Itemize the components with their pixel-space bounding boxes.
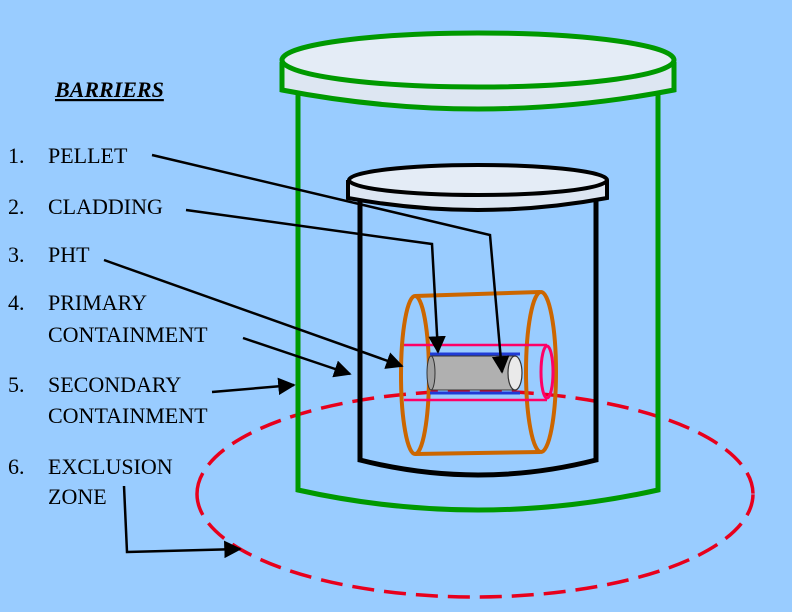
item-cladding-label: CLADDING — [48, 194, 163, 219]
arrow-secondary-containment — [211, 377, 296, 396]
arrow-pht — [103, 258, 404, 369]
cladding-tube — [404, 343, 555, 402]
item-exclusion-number: 6. — [8, 454, 25, 479]
secondary-lid — [279, 30, 677, 112]
item-pht-label: PHT — [48, 242, 90, 267]
arrow-primary-containment — [242, 336, 352, 378]
item-pht-number: 3. — [8, 242, 25, 267]
exclusion-zone-back — [195, 389, 755, 495]
item-primary-number: 4. — [8, 290, 25, 315]
item-primary-label-line1: PRIMARY — [48, 290, 147, 315]
pellet — [426, 355, 523, 391]
arrow-exclusion-zone — [122, 485, 242, 559]
item-pellet-number: 1. — [8, 143, 25, 168]
item-exclusion-label-line2: ZONE — [48, 484, 107, 509]
item-pellet-label: PELLET — [48, 143, 128, 168]
primary-lid — [346, 163, 609, 212]
item-secondary-number: 5. — [8, 372, 25, 397]
arrow-pellet — [151, 153, 510, 374]
item-secondary-label-line2: CONTAINMENT — [48, 403, 208, 428]
secondary-containment — [279, 30, 677, 513]
item-cladding-number: 2. — [8, 194, 25, 219]
leader-arrows — [103, 153, 510, 559]
item-secondary-label-line1: SECONDARY — [48, 372, 181, 397]
arrow-cladding — [185, 208, 446, 354]
barrier-list: 1. PELLET 2. CLADDING 3. PHT 4. PRIMARY … — [8, 143, 208, 509]
item-primary-label-line2: CONTAINMENT — [48, 322, 208, 347]
barriers-title: BARRIERS — [54, 77, 164, 102]
primary-containment — [346, 163, 609, 478]
item-exclusion-label-line1: EXCLUSION — [48, 454, 173, 479]
